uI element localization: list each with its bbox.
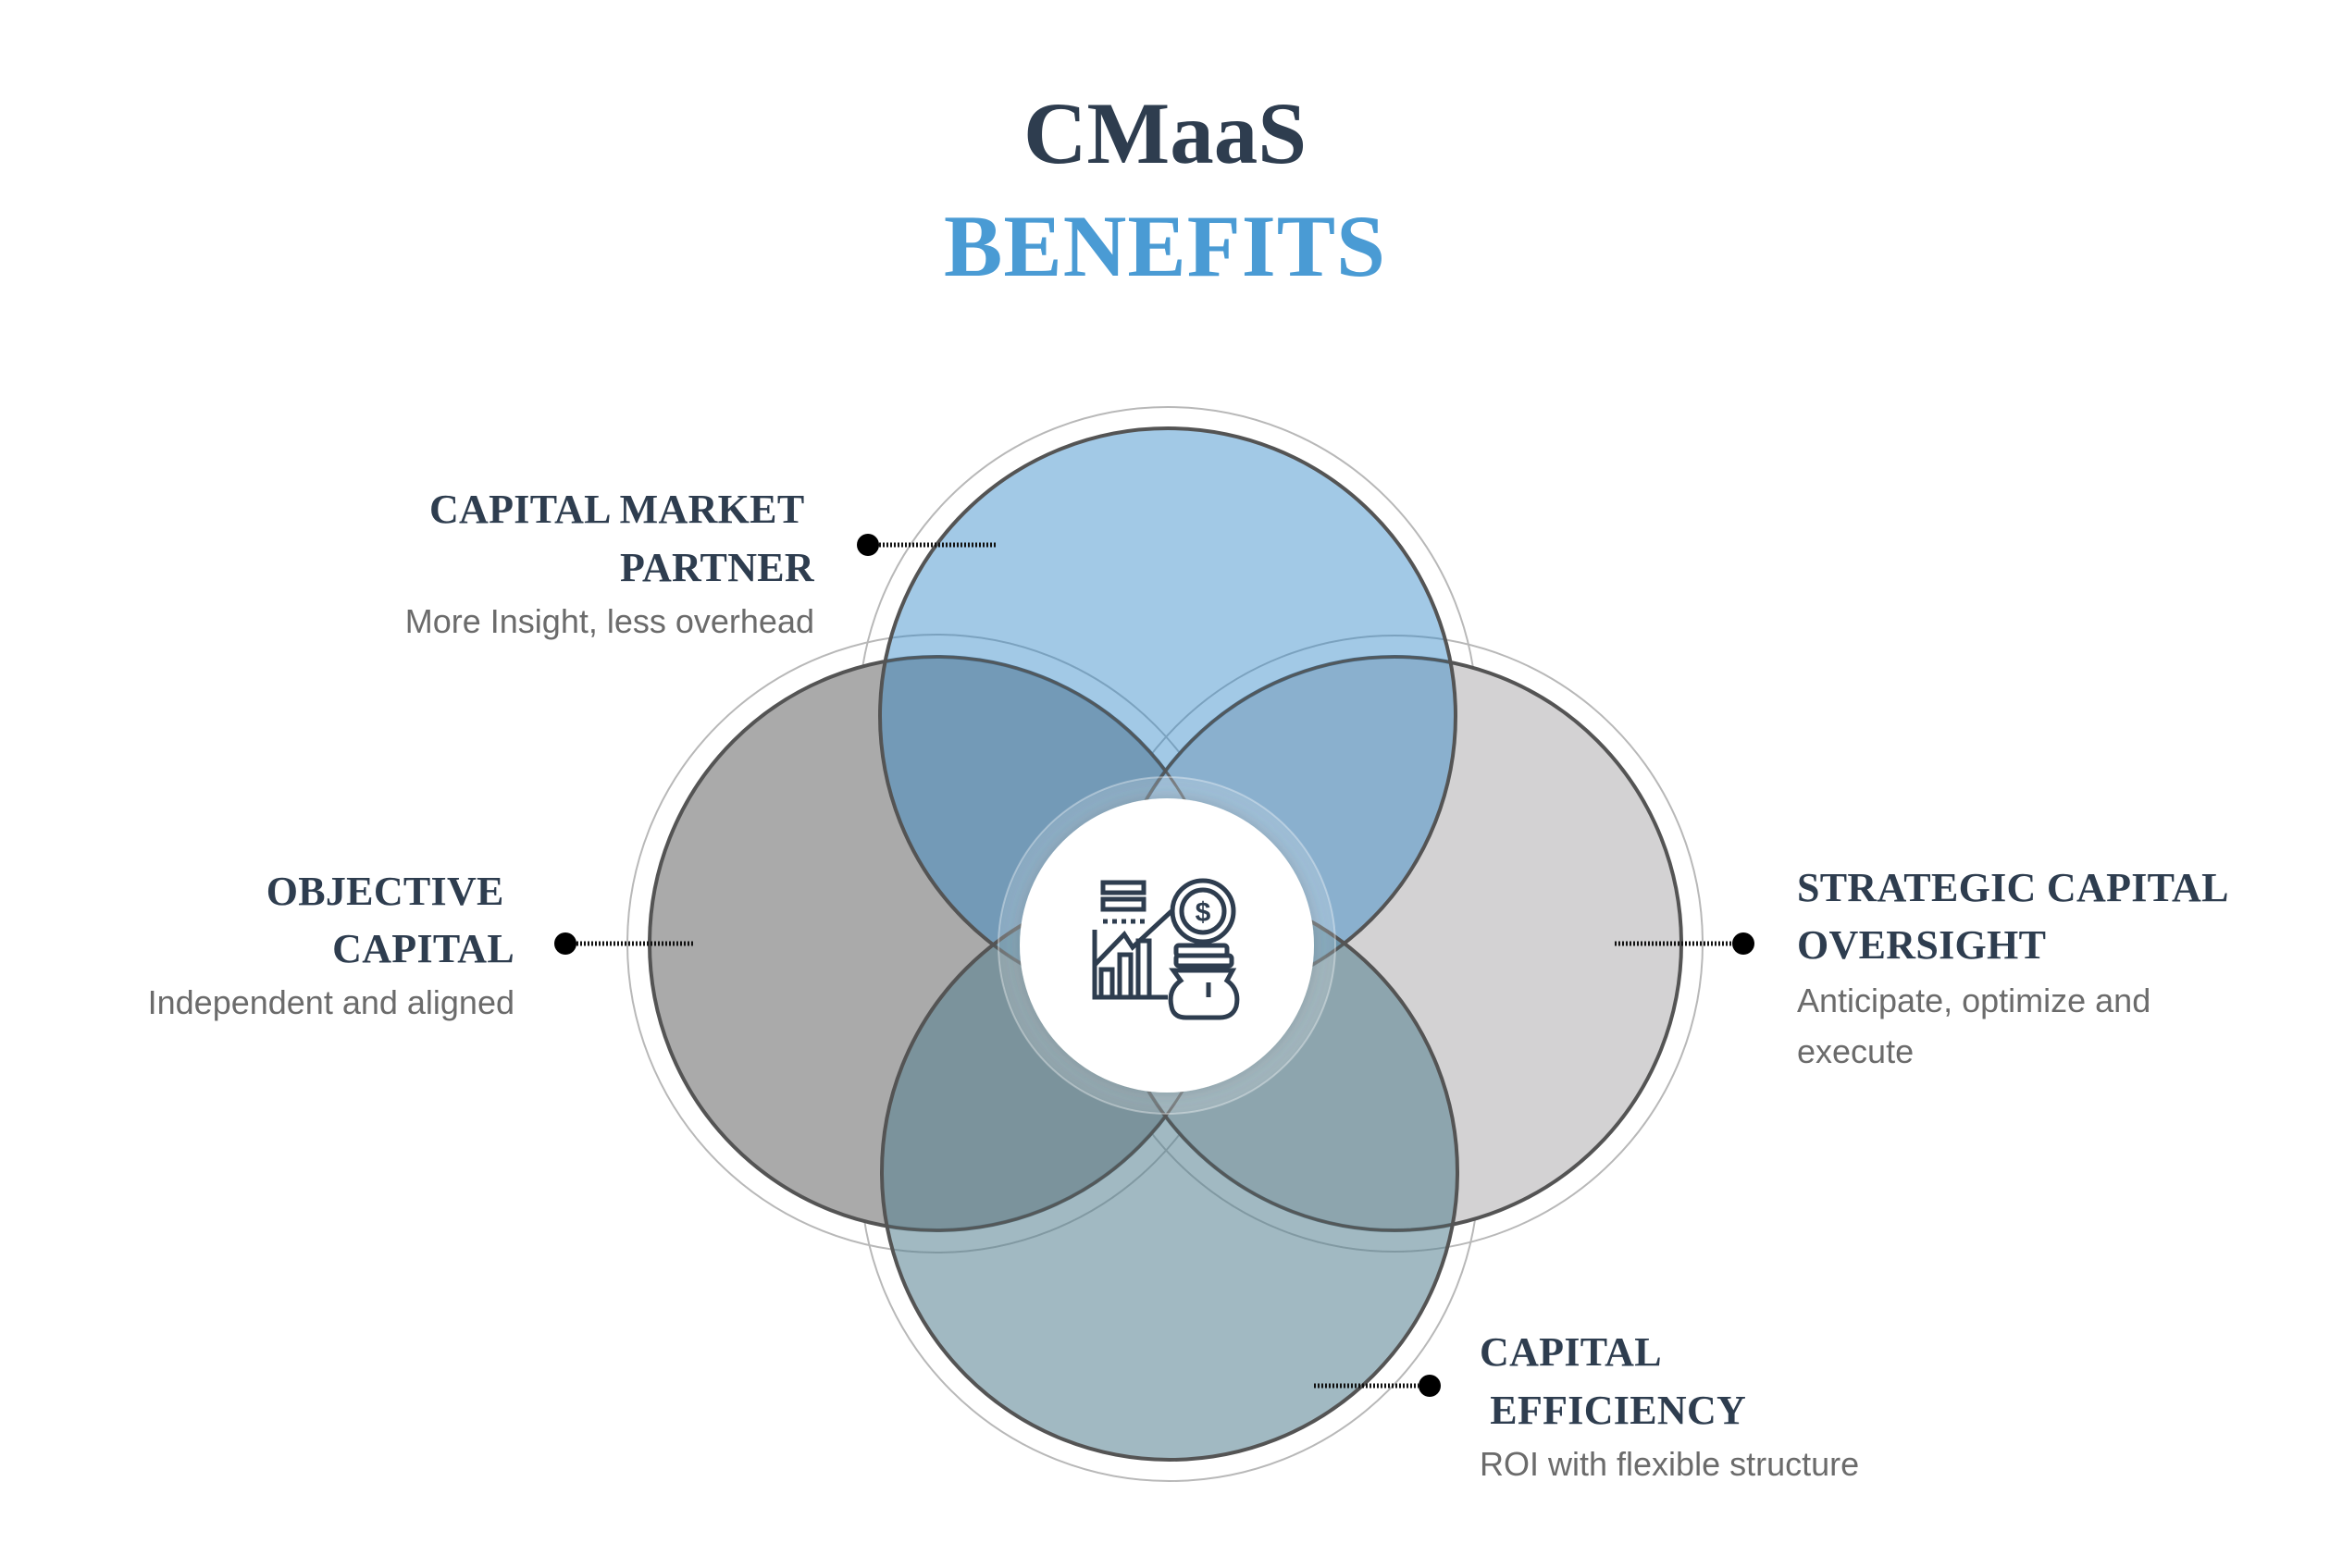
connector-bottom <box>1314 1375 1441 1397</box>
benefit-description: Anticipate, optimize and <box>1797 982 2151 1019</box>
benefit-heading-line: CAPITAL MARKET <box>428 487 814 532</box>
connector-right <box>1615 932 1754 955</box>
connector-dot-right <box>1732 932 1754 955</box>
connector-dot-bottom <box>1419 1375 1441 1397</box>
benefit-heading-line: EFFICIENCY <box>1480 1388 1747 1433</box>
connector-dot-left <box>554 932 576 955</box>
benefit-description: execute <box>1797 1032 1915 1070</box>
svg-text:$: $ <box>1196 897 1211 928</box>
benefit-heading-line: CAPITAL <box>332 926 514 971</box>
benefit-description: Independent and aligned <box>147 983 514 1021</box>
connector-dot-top <box>857 534 879 556</box>
benefit-heading-line: CAPITAL <box>1480 1329 1662 1375</box>
benefit-heading-line: OBJECTIVE <box>266 869 514 914</box>
title-benefits: BENEFITS <box>944 197 1386 295</box>
benefit-heading-line: OVERSIGHT <box>1797 922 2047 968</box>
benefit-description: ROI with flexible structure <box>1480 1445 1860 1483</box>
benefit-heading-line: PARTNER <box>620 545 814 590</box>
title-cmaas: CMaaS <box>1022 84 1308 182</box>
financial-growth-icon: $ <box>1092 878 1240 1020</box>
benefit-heading-line: STRATEGIC CAPITAL <box>1797 865 2229 910</box>
benefit-description: More Insight, less overhead <box>404 602 814 640</box>
connector-left <box>554 932 693 955</box>
connector-top <box>857 534 996 556</box>
center-hub <box>1020 798 1314 1093</box>
